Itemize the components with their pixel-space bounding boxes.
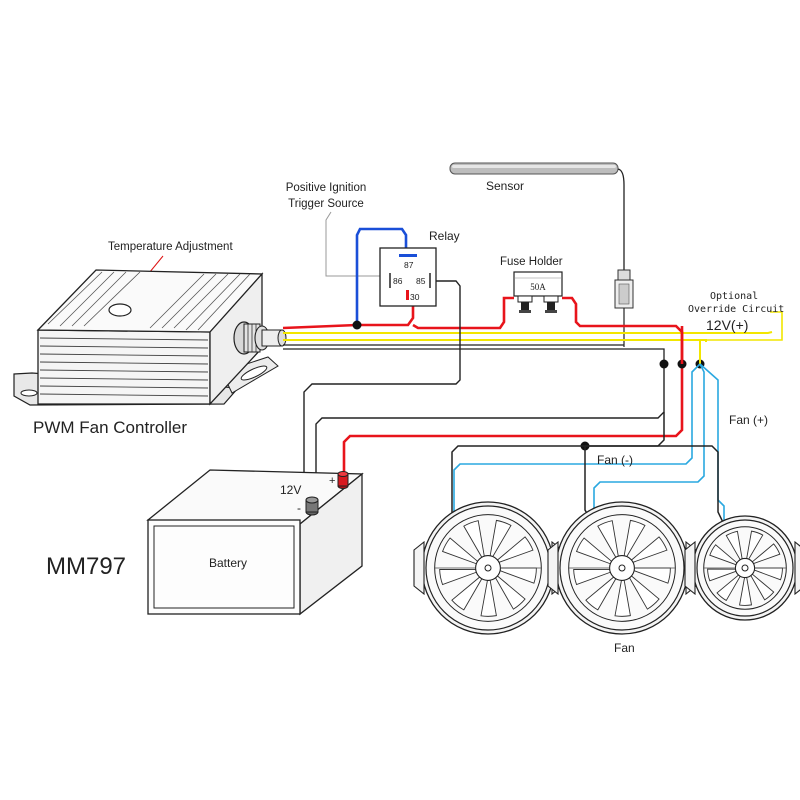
trigger-source-label: Trigger Source xyxy=(288,198,364,210)
black-ground-main xyxy=(315,364,665,500)
battery-voltage-label: 12V xyxy=(280,483,301,497)
battery xyxy=(146,469,364,616)
temperature-adjustment-label: Temperature Adjustment xyxy=(108,241,233,253)
pwm-fan-controller xyxy=(13,269,287,406)
red-wire-fuse-out xyxy=(342,296,684,472)
battery-negative-terminal xyxy=(305,496,319,516)
relay-pin-87: 87 xyxy=(404,260,414,270)
red-positive-wire xyxy=(282,306,415,330)
override-voltage-label: 12V(+) xyxy=(706,317,748,333)
fan-1 xyxy=(413,501,563,635)
controller-label: PWM Fan Controller xyxy=(33,418,187,437)
ignition-callout-line xyxy=(325,211,380,277)
relay xyxy=(379,247,437,307)
fan-positive-wire-1 xyxy=(453,363,701,565)
fan-label: Fan xyxy=(614,641,635,655)
fans xyxy=(413,501,800,635)
fan-negative-label: Fan (-) xyxy=(597,453,633,467)
temperature-adjustment-knob xyxy=(108,303,132,317)
battery-label: Battery xyxy=(209,556,247,570)
black-relay-ground-wire xyxy=(303,280,461,498)
battery-positive-terminal xyxy=(337,471,349,489)
blue-ignition-wire xyxy=(355,227,408,325)
red-wire-relay-to-fuse xyxy=(412,296,514,330)
fuse-holder-label: Fuse Holder xyxy=(500,256,563,268)
sensor-label: Sensor xyxy=(486,179,524,193)
fan-positive-wire-2 xyxy=(593,363,705,565)
sensor-wire xyxy=(617,168,625,272)
relay-pin-30: 30 xyxy=(410,292,420,302)
relay-pin-85: 85 xyxy=(416,276,426,286)
yellow-wire-top xyxy=(283,331,773,334)
black-harness-wire-2 xyxy=(283,348,665,364)
temperature-sensor xyxy=(449,162,619,175)
fuse-holder xyxy=(513,271,563,313)
fan-3 xyxy=(684,515,800,621)
optional-label: Optional xyxy=(710,291,758,302)
battery-minus-sign: - xyxy=(297,501,301,515)
cable-gland xyxy=(233,321,287,355)
model-label: MM797 xyxy=(46,553,126,580)
yellow-wire-lower xyxy=(283,339,707,342)
sensor-connector xyxy=(614,269,634,309)
relay-label: Relay xyxy=(429,229,460,243)
relay-pin-86: 86 xyxy=(393,276,403,286)
fan-2 xyxy=(547,501,697,635)
override-circuit-label: Override Circuit xyxy=(688,304,784,315)
fan-positive-label: Fan (+) xyxy=(729,413,768,427)
override-wire xyxy=(770,311,783,341)
battery-plus-sign: + xyxy=(329,475,335,487)
fuse-rating: 50A xyxy=(530,282,546,292)
positive-ignition-label: Positive Ignition xyxy=(286,182,367,194)
